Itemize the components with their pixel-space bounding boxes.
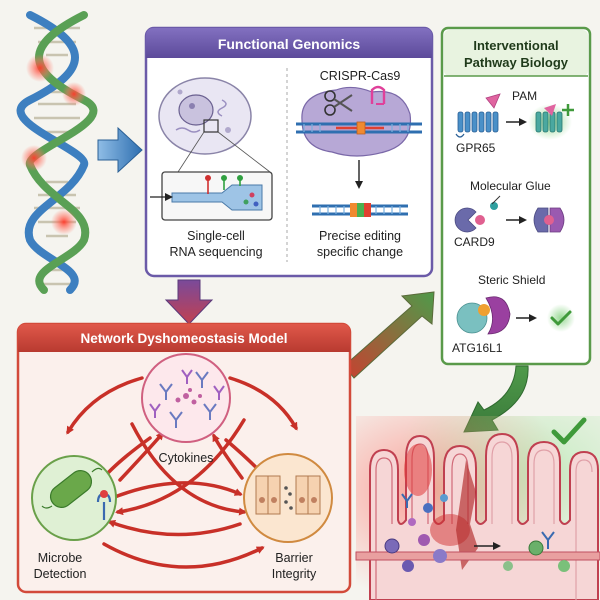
scissors-icon [324,90,353,116]
interventional-panel: Interventional Pathway Biology PAM GPR65 [440,26,592,366]
crispr-label: CRISPR-Cas9 [320,69,401,83]
single-cell-caption-1: Single-cell [187,229,245,243]
cytokines-node: Cytokines [141,353,231,465]
barrier-integrity-node: Barrier Integrity [243,453,333,581]
gpr65-label: GPR65 [456,141,496,155]
variant-glow-2 [62,82,86,106]
crispr-caption-2: specific change [317,245,403,259]
check-icon-large [551,417,587,445]
microbe-label-1: Microbe [38,551,83,565]
card9-glue-item: Molecular Glue CARD9 [454,179,565,249]
intestinal-tissue [355,416,600,600]
arrow-dna-to-genomics [97,126,143,174]
steric-shield-label: Steric Shield [478,273,545,287]
microfluidic-chip [150,171,273,221]
card9-label: CARD9 [454,235,495,249]
pam-label: PAM [512,89,537,103]
cytokines-label: Cytokines [159,451,214,465]
variant-glow-4 [51,209,77,235]
network-arrows [66,376,298,569]
y-antibody-icon [401,493,555,549]
barrier-label-1: Barrier [275,551,313,565]
network-model-panel: Network Dyshomeostasis Model [16,322,352,594]
barrier-label-2: Integrity [272,567,317,581]
crispr-caption-1: Precise editing [319,229,401,243]
check-icon-small [550,310,572,326]
dna-helix [16,11,98,294]
single-cell-illustration [158,77,271,173]
microbe-label-2: Detection [34,567,87,581]
arrow-genomics-to-network [164,279,214,325]
network-model-title: Network Dyshomeostasis Model [80,331,287,346]
plus-icon [562,104,574,116]
molecular-glue-label: Molecular Glue [470,179,551,193]
gpr65-pam-item: PAM GPR65 [455,89,574,155]
functional-genomics-title: Functional Genomics [218,36,361,52]
atg16l1-label: ATG16L1 [452,341,503,355]
interventional-title-1: Interventional [473,38,558,53]
microbe-detection-node: Microbe Detection [31,455,117,581]
atg16l1-shield-item: Steric Shield ATG16L1 [452,273,575,355]
arrow-network-to-interventional [343,291,435,379]
interventional-title-2: Pathway Biology [464,55,569,70]
variant-glow-1 [26,54,54,82]
edited-dna [312,203,408,217]
single-cell-caption-2: RNA sequencing [169,245,262,259]
functional-genomics-panel: Functional Genomics [144,26,434,278]
variant-glow-3 [21,145,47,171]
